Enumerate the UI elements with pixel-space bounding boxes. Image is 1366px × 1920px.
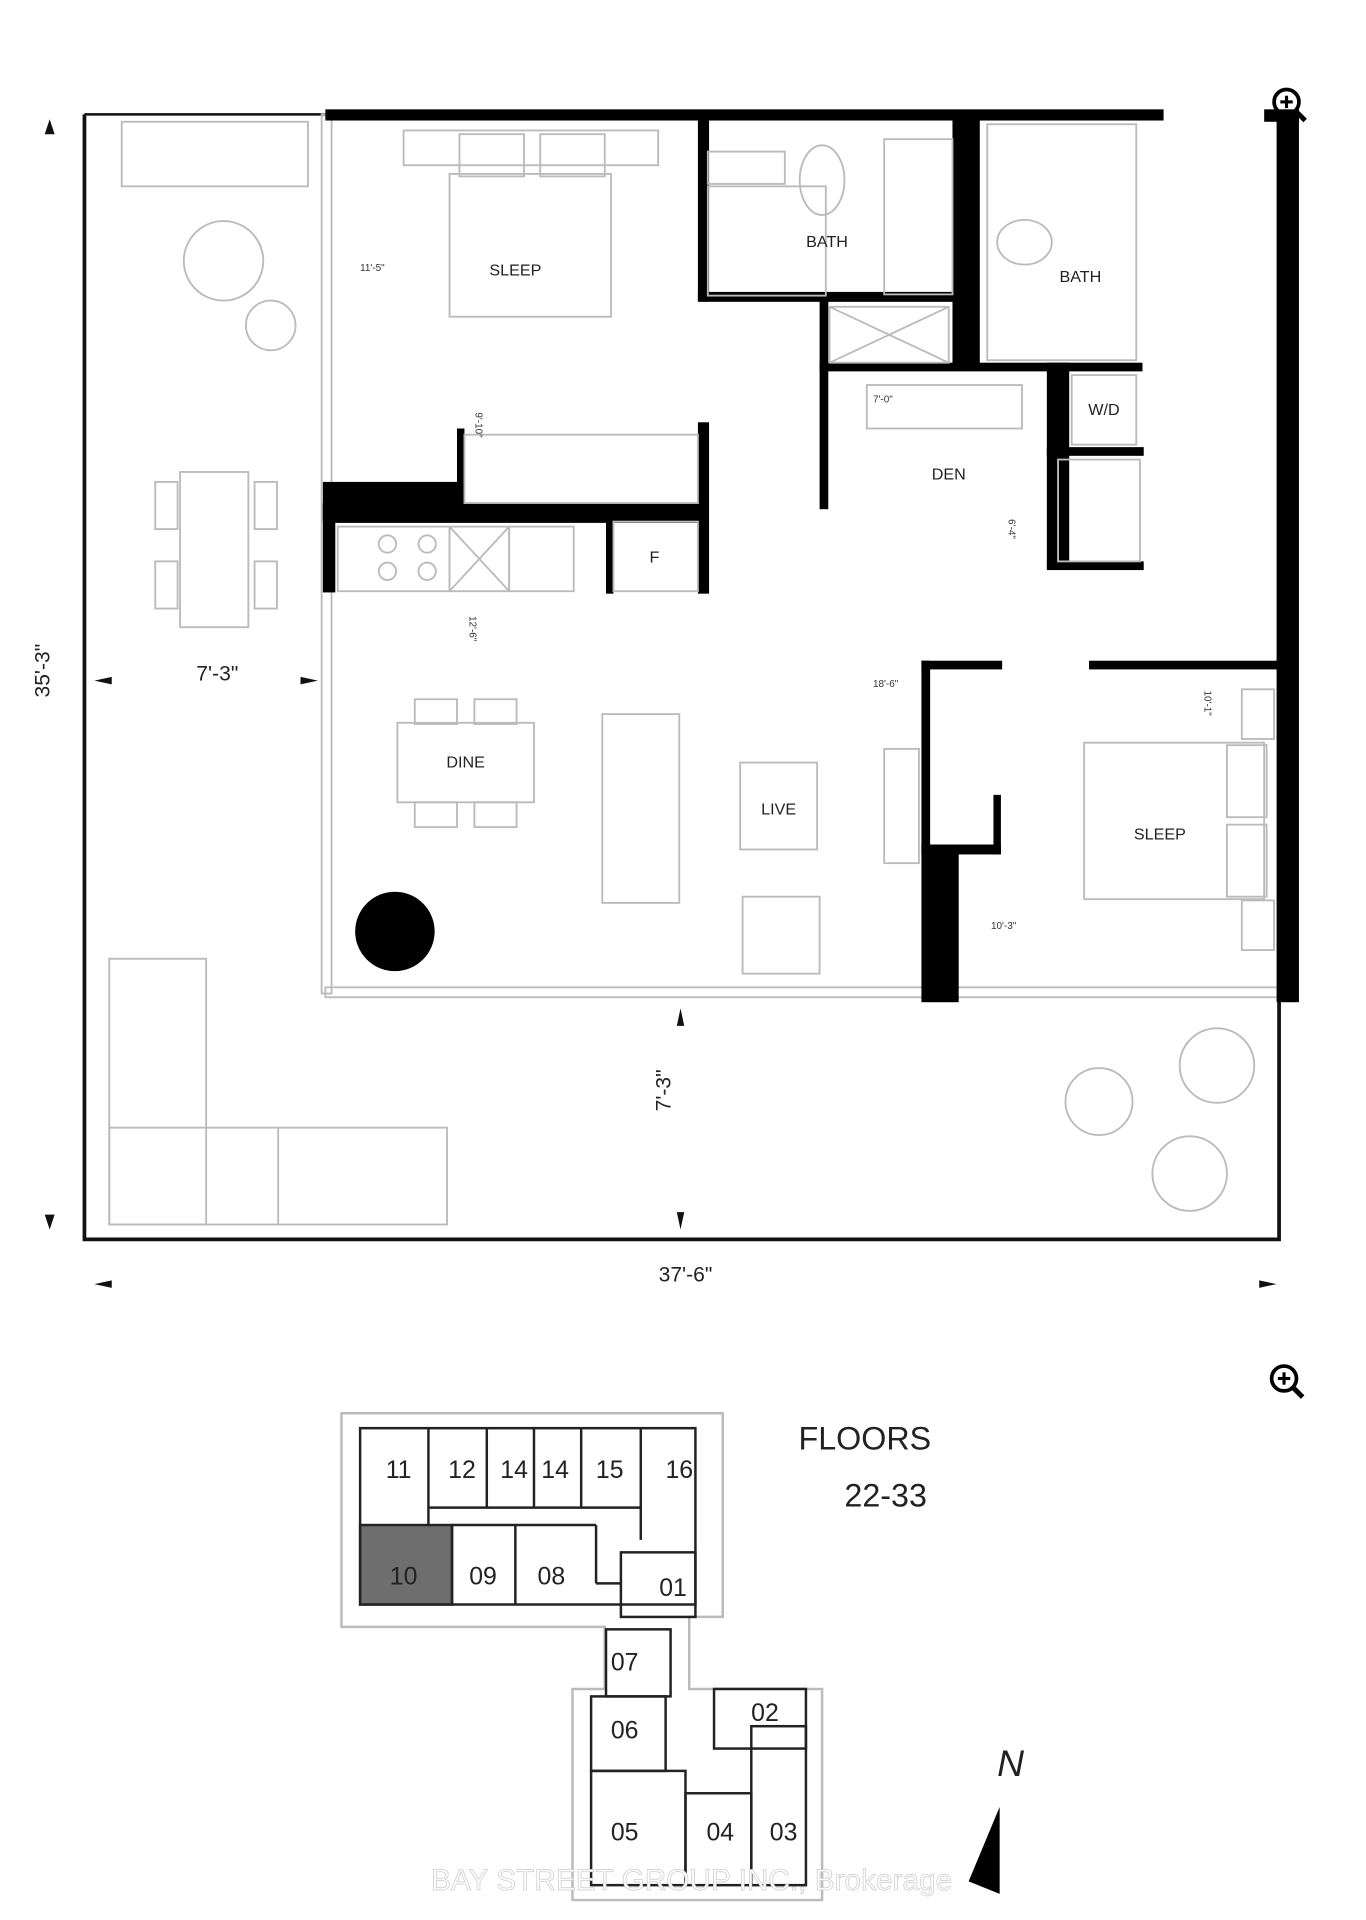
wall-segment <box>921 844 959 1003</box>
furniture <box>108 120 1276 1226</box>
key-plan: 11 12 14 14 15 16 10 09 08 01 07 06 02 0… <box>340 1412 1024 1902</box>
wall-segment <box>1046 561 1144 571</box>
wall-segment <box>921 660 1003 670</box>
terrace-boundary <box>82 114 1281 1242</box>
wall-segment <box>819 362 1143 372</box>
wall-segment <box>697 291 959 302</box>
room-label-bath-2: BATH <box>1059 268 1101 286</box>
dim-terrace-south: 7'-3" <box>653 1069 676 1111</box>
kitchen-wall <box>322 503 708 523</box>
planter-dot <box>355 891 435 972</box>
unit-label: 05 <box>611 1819 639 1846</box>
unit-label: 08 <box>538 1564 566 1591</box>
wall-segment <box>921 844 1001 855</box>
unit-label: 07 <box>611 1649 639 1676</box>
wall-segment <box>819 298 829 510</box>
room-label-sleep-1: SLEEP <box>489 262 541 280</box>
unit-label: 03 <box>770 1819 798 1846</box>
room-label-den: DEN <box>932 465 966 483</box>
dim-living-width: 18'-6" <box>873 679 899 690</box>
room-label-wd: W/D <box>1088 401 1119 419</box>
room-label-dine: DINE <box>446 754 485 772</box>
unit-label-highlighted: 10 <box>390 1564 418 1591</box>
wall-segment <box>1089 660 1282 670</box>
unit-label: 16 <box>665 1457 693 1484</box>
north-wall <box>325 109 1164 121</box>
dim-sleep-2-depth: 10'-1" <box>1202 691 1213 717</box>
dim-den-width: 7'-0" <box>873 394 893 405</box>
room-label-bath-1: BATH <box>806 233 848 251</box>
unit-label: 06 <box>611 1718 639 1745</box>
north-label: N <box>997 1742 1024 1784</box>
dim-sleep-1-width: 11'-5" <box>360 263 385 274</box>
unit-label: 04 <box>706 1819 734 1846</box>
dim-sleep-1-depth: 9'-10" <box>473 412 484 438</box>
room-label-fridge: F <box>650 549 660 567</box>
wall-segment <box>322 503 336 593</box>
wall-segment <box>1046 447 1144 456</box>
unit-label: 12 <box>448 1457 476 1484</box>
zoom-in-icon[interactable] <box>1272 87 1307 123</box>
unit-label: 15 <box>596 1457 624 1484</box>
dim-sleep-2-width: 10'-3" <box>991 921 1017 932</box>
unit-label: 02 <box>751 1700 779 1727</box>
unit-label: 01 <box>659 1575 687 1602</box>
dim-living-depth: 12'-6" <box>466 616 477 642</box>
highlighted-unit <box>358 1523 454 1606</box>
floors-range: 22-33 <box>844 1477 927 1513</box>
floors-label: FLOORS <box>798 1420 931 1456</box>
wall-segment <box>952 114 980 369</box>
wall-segment <box>606 519 614 594</box>
wall-segment <box>993 794 1001 855</box>
dim-overall-height: 35'-3" <box>32 644 55 698</box>
east-wall <box>1276 114 1299 1003</box>
unit-label: 11 <box>386 1457 412 1484</box>
room-label-sleep-2: SLEEP <box>1134 826 1186 844</box>
unit-label: 14 <box>541 1457 569 1484</box>
watermark: BAY STREET GROUP INC., Brokerage <box>431 1864 952 1897</box>
north-arrow-icon <box>968 1806 1000 1894</box>
south-window-wall <box>324 986 1281 999</box>
dimension-arrows <box>44 119 1277 1288</box>
dim-den-depth: 6'-4" <box>1005 519 1016 539</box>
wall-segment <box>697 114 710 301</box>
dim-overall-width: 37'-6" <box>659 1264 713 1287</box>
wall-segment <box>456 428 465 504</box>
unit-label: 09 <box>469 1564 497 1591</box>
zoom-in-icon[interactable] <box>1269 1364 1305 1399</box>
room-label-live: LIVE <box>761 801 796 819</box>
unit-label: 14 <box>500 1457 528 1484</box>
wall-segment <box>921 660 931 854</box>
dim-terrace-west: 7'-3" <box>196 663 238 686</box>
